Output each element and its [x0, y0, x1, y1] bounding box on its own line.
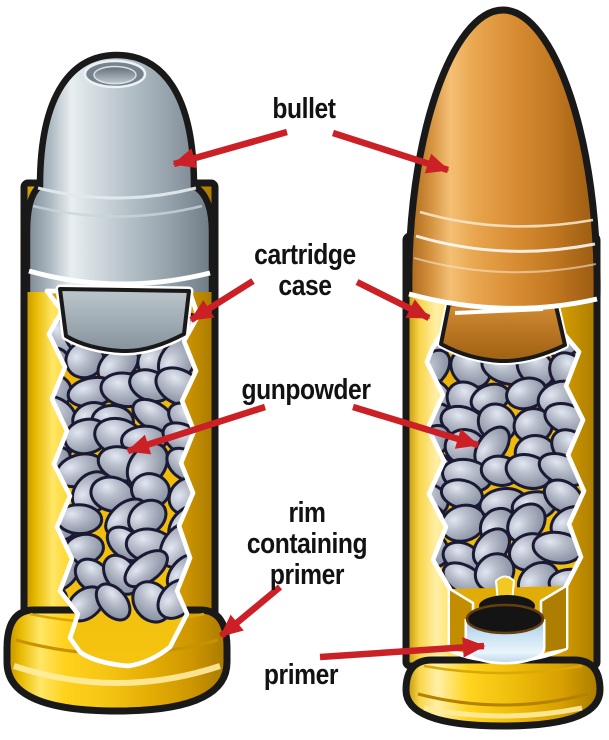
label-cartridge-case: cartridge case [254, 239, 356, 302]
arrow-rim [218, 584, 283, 639]
label-bullet: bullet [272, 93, 336, 125]
primer-compound [465, 603, 545, 635]
hollow-point-tip [83, 59, 147, 89]
label-primer: primer [263, 659, 339, 691]
right-bullet-copper [405, 6, 601, 309]
gunpowder-grain [94, 582, 132, 622]
primer-cup [464, 595, 546, 665]
arrow-case-left [189, 278, 255, 323]
left-bullet-base [55, 284, 194, 356]
right-cutaway-top-edge [454, 307, 544, 315]
arrow-case-right [355, 279, 431, 321]
arrow-gunpowder-right [352, 403, 480, 449]
callout-arrows [126, 128, 486, 661]
left-bullet-lead [23, 51, 216, 292]
label-rim-containing-primer: rim containing primer [246, 497, 368, 591]
label-gunpowder: gunpowder [241, 374, 371, 406]
left-cutaway-outline [44, 288, 201, 669]
left-case-mouth-line [28, 268, 211, 287]
arrow-gunpowder-left [126, 403, 266, 455]
right-case-mouth-line [408, 291, 598, 311]
right-rim [402, 656, 604, 730]
gunpowder-grain [123, 549, 169, 589]
right-cartridge [402, 6, 604, 730]
arrow-bullet-right [332, 129, 450, 174]
arrow-bullet-left [172, 128, 288, 169]
right-bullet-base [437, 300, 569, 366]
left-cartridge [3, 51, 231, 715]
arrow-primer [319, 637, 486, 661]
